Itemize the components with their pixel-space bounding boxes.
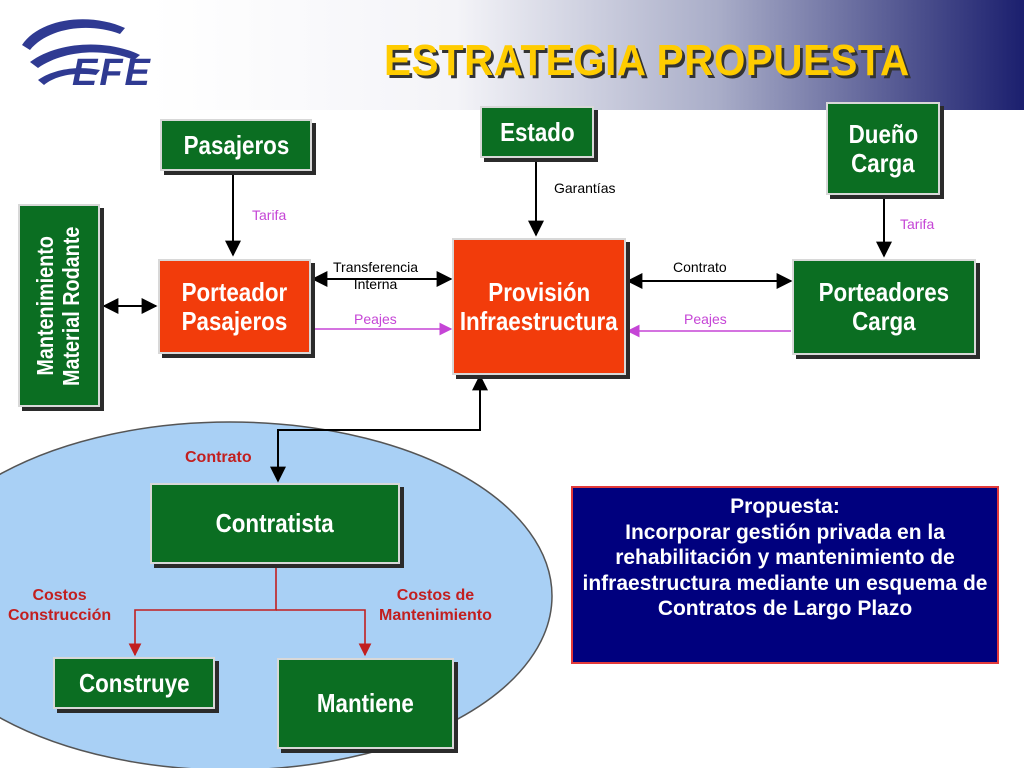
node-porteadores-label: Porteadores: [818, 277, 950, 308]
header-band: [150, 0, 1024, 110]
label-contrato-right: Contrato: [673, 259, 727, 275]
label-mantenimiento: Mantenimiento: [379, 607, 492, 624]
label-construccion: Construcción: [8, 607, 112, 624]
label-peajes-left: Peajes: [354, 311, 397, 327]
node-mantiene: Mantiene: [277, 658, 454, 749]
node-construye: Construye: [53, 657, 215, 709]
node-dueno-carga: Dueño Carga: [826, 102, 940, 195]
label-tarifa-left: Tarifa: [252, 207, 287, 223]
node-estado: Estado: [480, 106, 594, 158]
node-porteadores-carga: Porteadores Carga: [792, 259, 976, 355]
proposal-heading: Propuesta:: [730, 495, 840, 518]
label-interna: Interna: [353, 275, 398, 292]
proposal-box: Propuesta: Incorporar gestión privada en…: [571, 486, 999, 664]
node-contratista: Contratista: [150, 483, 400, 564]
node-construye-label: Construye: [78, 667, 190, 698]
label-peajes-right: Peajes: [684, 311, 727, 327]
node-carga-sub-label: Carga: [852, 306, 916, 336]
label-garantias: Garantías: [554, 180, 616, 196]
node-provision-infraestructura: Provisión Infraestructura: [452, 238, 626, 375]
node-provision-label: Provisión: [488, 276, 590, 307]
proposal-body: Incorporar gestión privada en la rehabil…: [582, 520, 988, 621]
node-infraestructura-label: Infraestructura: [460, 305, 618, 336]
label-costos-construccion: Costos Construcción: [8, 586, 111, 626]
node-pasajeros-sub-label: Pasajeros: [181, 305, 288, 336]
page-title: ESTRATEGIA PROPUESTA: [384, 36, 910, 85]
efe-logo-text: EFE: [72, 52, 152, 94]
node-material-rodante-label: Material Rodante: [58, 225, 84, 386]
node-dueno-label: Dueño: [848, 118, 918, 149]
node-pasajeros: Pasajeros: [160, 119, 312, 171]
node-contratista-label: Contratista: [215, 508, 335, 539]
label-costos-de: Costos de: [396, 587, 475, 604]
node-porteador-pasajeros: Porteador Pasajeros: [158, 259, 311, 354]
node-pasajeros-label: Pasajeros: [183, 129, 289, 160]
node-mantenimiento-material-rodante: Mantenimiento Material Rodante: [18, 204, 100, 407]
label-transferencia: Transferencia: [333, 259, 419, 275]
label-tarifa-right: Tarifa: [900, 216, 935, 232]
node-mantenimiento-label: Mantenimiento: [32, 235, 59, 376]
label-costos-mantenimiento: Costos de Mantenimiento: [379, 586, 492, 626]
node-carga-label: Carga: [851, 147, 915, 178]
label-costos: Costos: [32, 587, 87, 604]
label-contrato-bottom: Contrato: [185, 449, 252, 466]
efe-logo-mark: [22, 19, 140, 85]
node-mantiene-label: Mantiene: [317, 688, 414, 719]
label-transferencia-interna: Transferencia Interna: [333, 259, 418, 293]
node-porteador-label: Porteador: [181, 276, 288, 307]
node-estado-label: Estado: [499, 116, 575, 147]
